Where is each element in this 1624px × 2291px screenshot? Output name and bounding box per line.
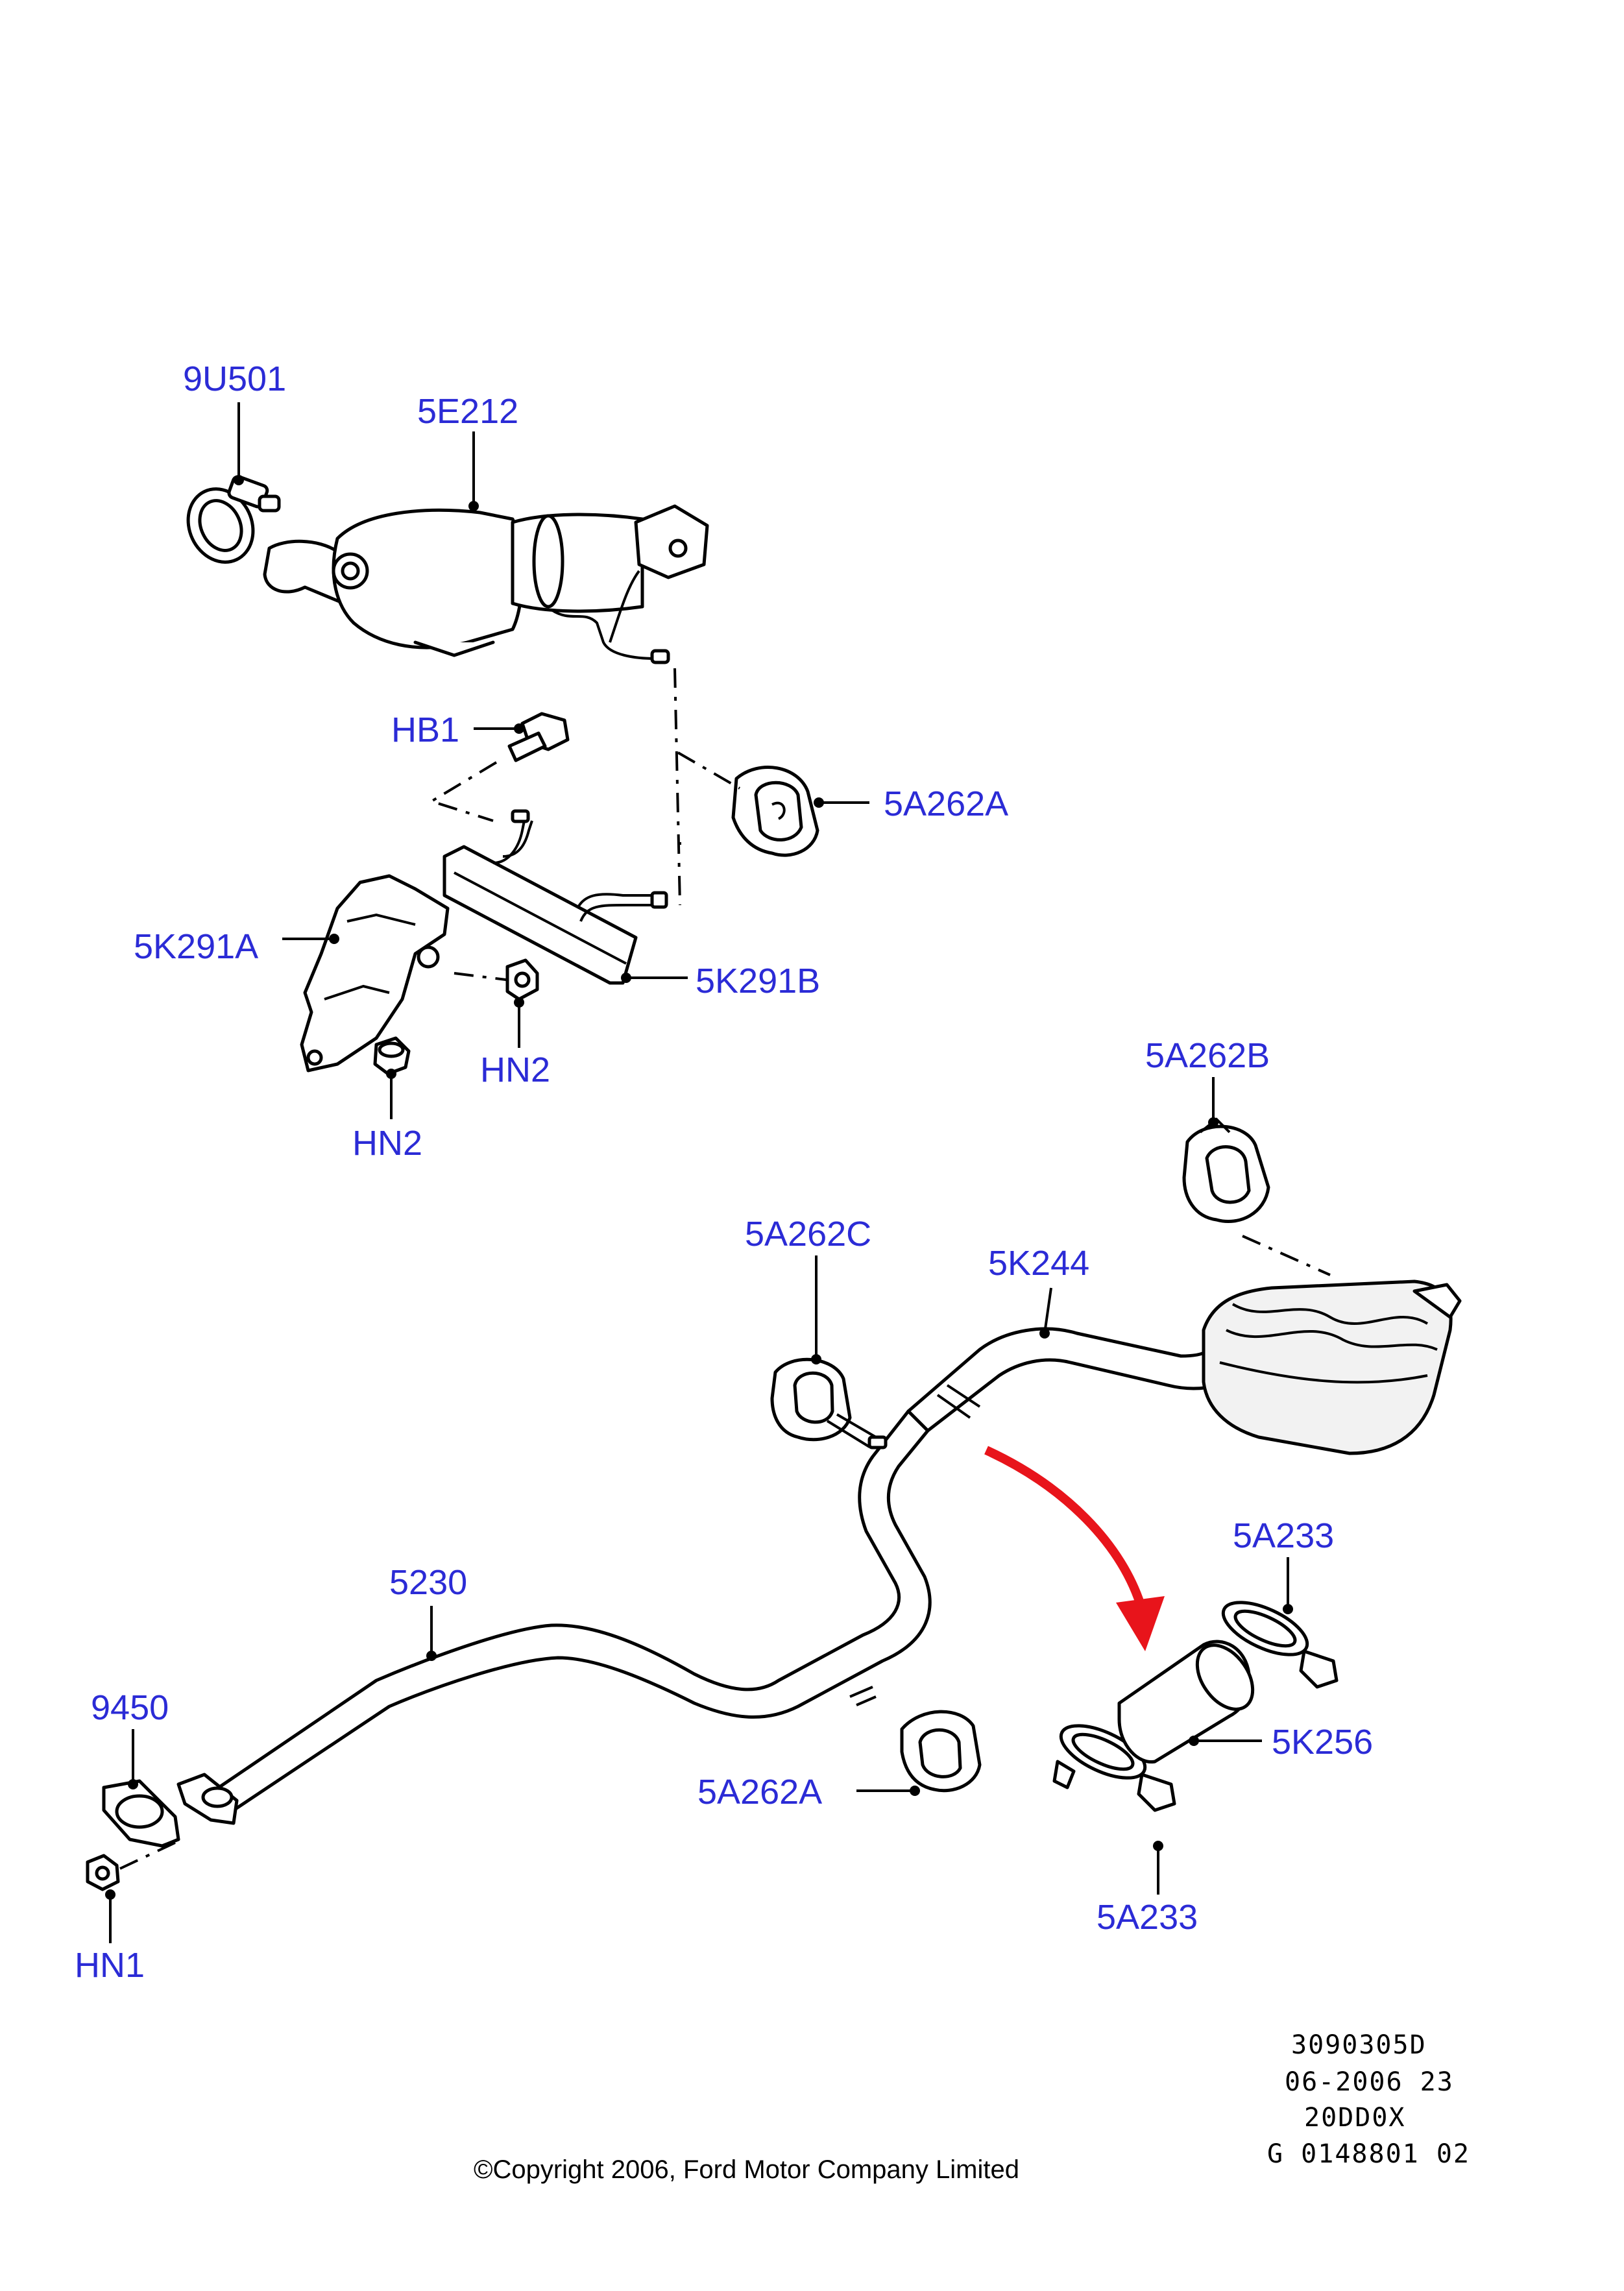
rubber-hanger-5a262c-part	[770, 1357, 888, 1449]
callout-hn1: HN1	[75, 1946, 145, 1985]
leader-lines	[105, 402, 1293, 1943]
reference-line-4: G 0148801 02	[1267, 2139, 1470, 2169]
callout-5a262a-top: 5A262A	[884, 784, 1008, 823]
rubber-hanger-5a262a-bottom-part	[900, 1710, 982, 1793]
reference-line-2: 06-2006 23	[1285, 2067, 1454, 2097]
bracket-5k291a-part	[300, 874, 450, 1073]
rubber-hanger-5a262a-top-part	[731, 766, 819, 857]
red-arrow-icon	[984, 1446, 1165, 1651]
clamp-9u501-part	[186, 475, 281, 564]
clamp-5a233-top-part	[1221, 1601, 1339, 1689]
upper-assembly-lines	[428, 668, 741, 981]
reference-line-3: 20DD0X	[1304, 2103, 1406, 2133]
nut-hn1-part	[86, 1841, 176, 1891]
callout-9450: 9450	[91, 1688, 169, 1727]
front-pipe-5230-part	[176, 1409, 932, 1825]
callout-hn2-right: HN2	[480, 1050, 550, 1089]
copyright-notice: ©Copyright 2006, Ford Motor Company Limi…	[474, 2155, 1019, 2184]
callout-5k256: 5K256	[1272, 1723, 1373, 1762]
sleeve-5k256-part	[1117, 1640, 1255, 1764]
catalytic-converter-5e212-part	[263, 504, 709, 664]
callout-hb1: HB1	[391, 710, 459, 749]
nut-hn2-left-part	[373, 1036, 411, 1076]
rear-muffler-5k244-part	[906, 1279, 1462, 1455]
callout-5a233-top: 5A233	[1233, 1516, 1334, 1555]
callout-5230: 5230	[389, 1563, 467, 1602]
bracket-5k291b-part	[442, 809, 668, 985]
reference-block: 3090305D 06-2006 23 20DD0X G 0148801 02	[1267, 2030, 1470, 2169]
bolt-hb1-part	[507, 712, 570, 762]
reference-line-1: 3090305D	[1291, 2030, 1427, 2060]
callout-5k244: 5K244	[988, 1244, 1089, 1283]
nut-hn2-right-part	[505, 958, 539, 1001]
callout-5a262a-bottom: 5A262A	[697, 1773, 822, 1812]
callout-9u501: 9U501	[183, 359, 286, 398]
callout-5k291a: 5K291A	[134, 927, 258, 966]
callout-5a262b: 5A262B	[1145, 1036, 1270, 1075]
clamp-5a233-bottom-part	[1052, 1724, 1176, 1812]
callout-5k291b: 5K291B	[696, 962, 820, 1000]
callout-hn2-left: HN2	[352, 1124, 422, 1163]
callout-5e212: 5E212	[417, 392, 518, 431]
gasket-9450-part	[102, 1779, 180, 1848]
rubber-hanger-5a262b-part	[1182, 1117, 1331, 1276]
callout-labels: 9U501 5E212 HB1 5A262A 5K291A 5K291B HN2…	[75, 359, 1373, 1985]
callout-5a233-bottom: 5A233	[1097, 1898, 1198, 1937]
callout-5a262c: 5A262C	[745, 1215, 871, 1254]
